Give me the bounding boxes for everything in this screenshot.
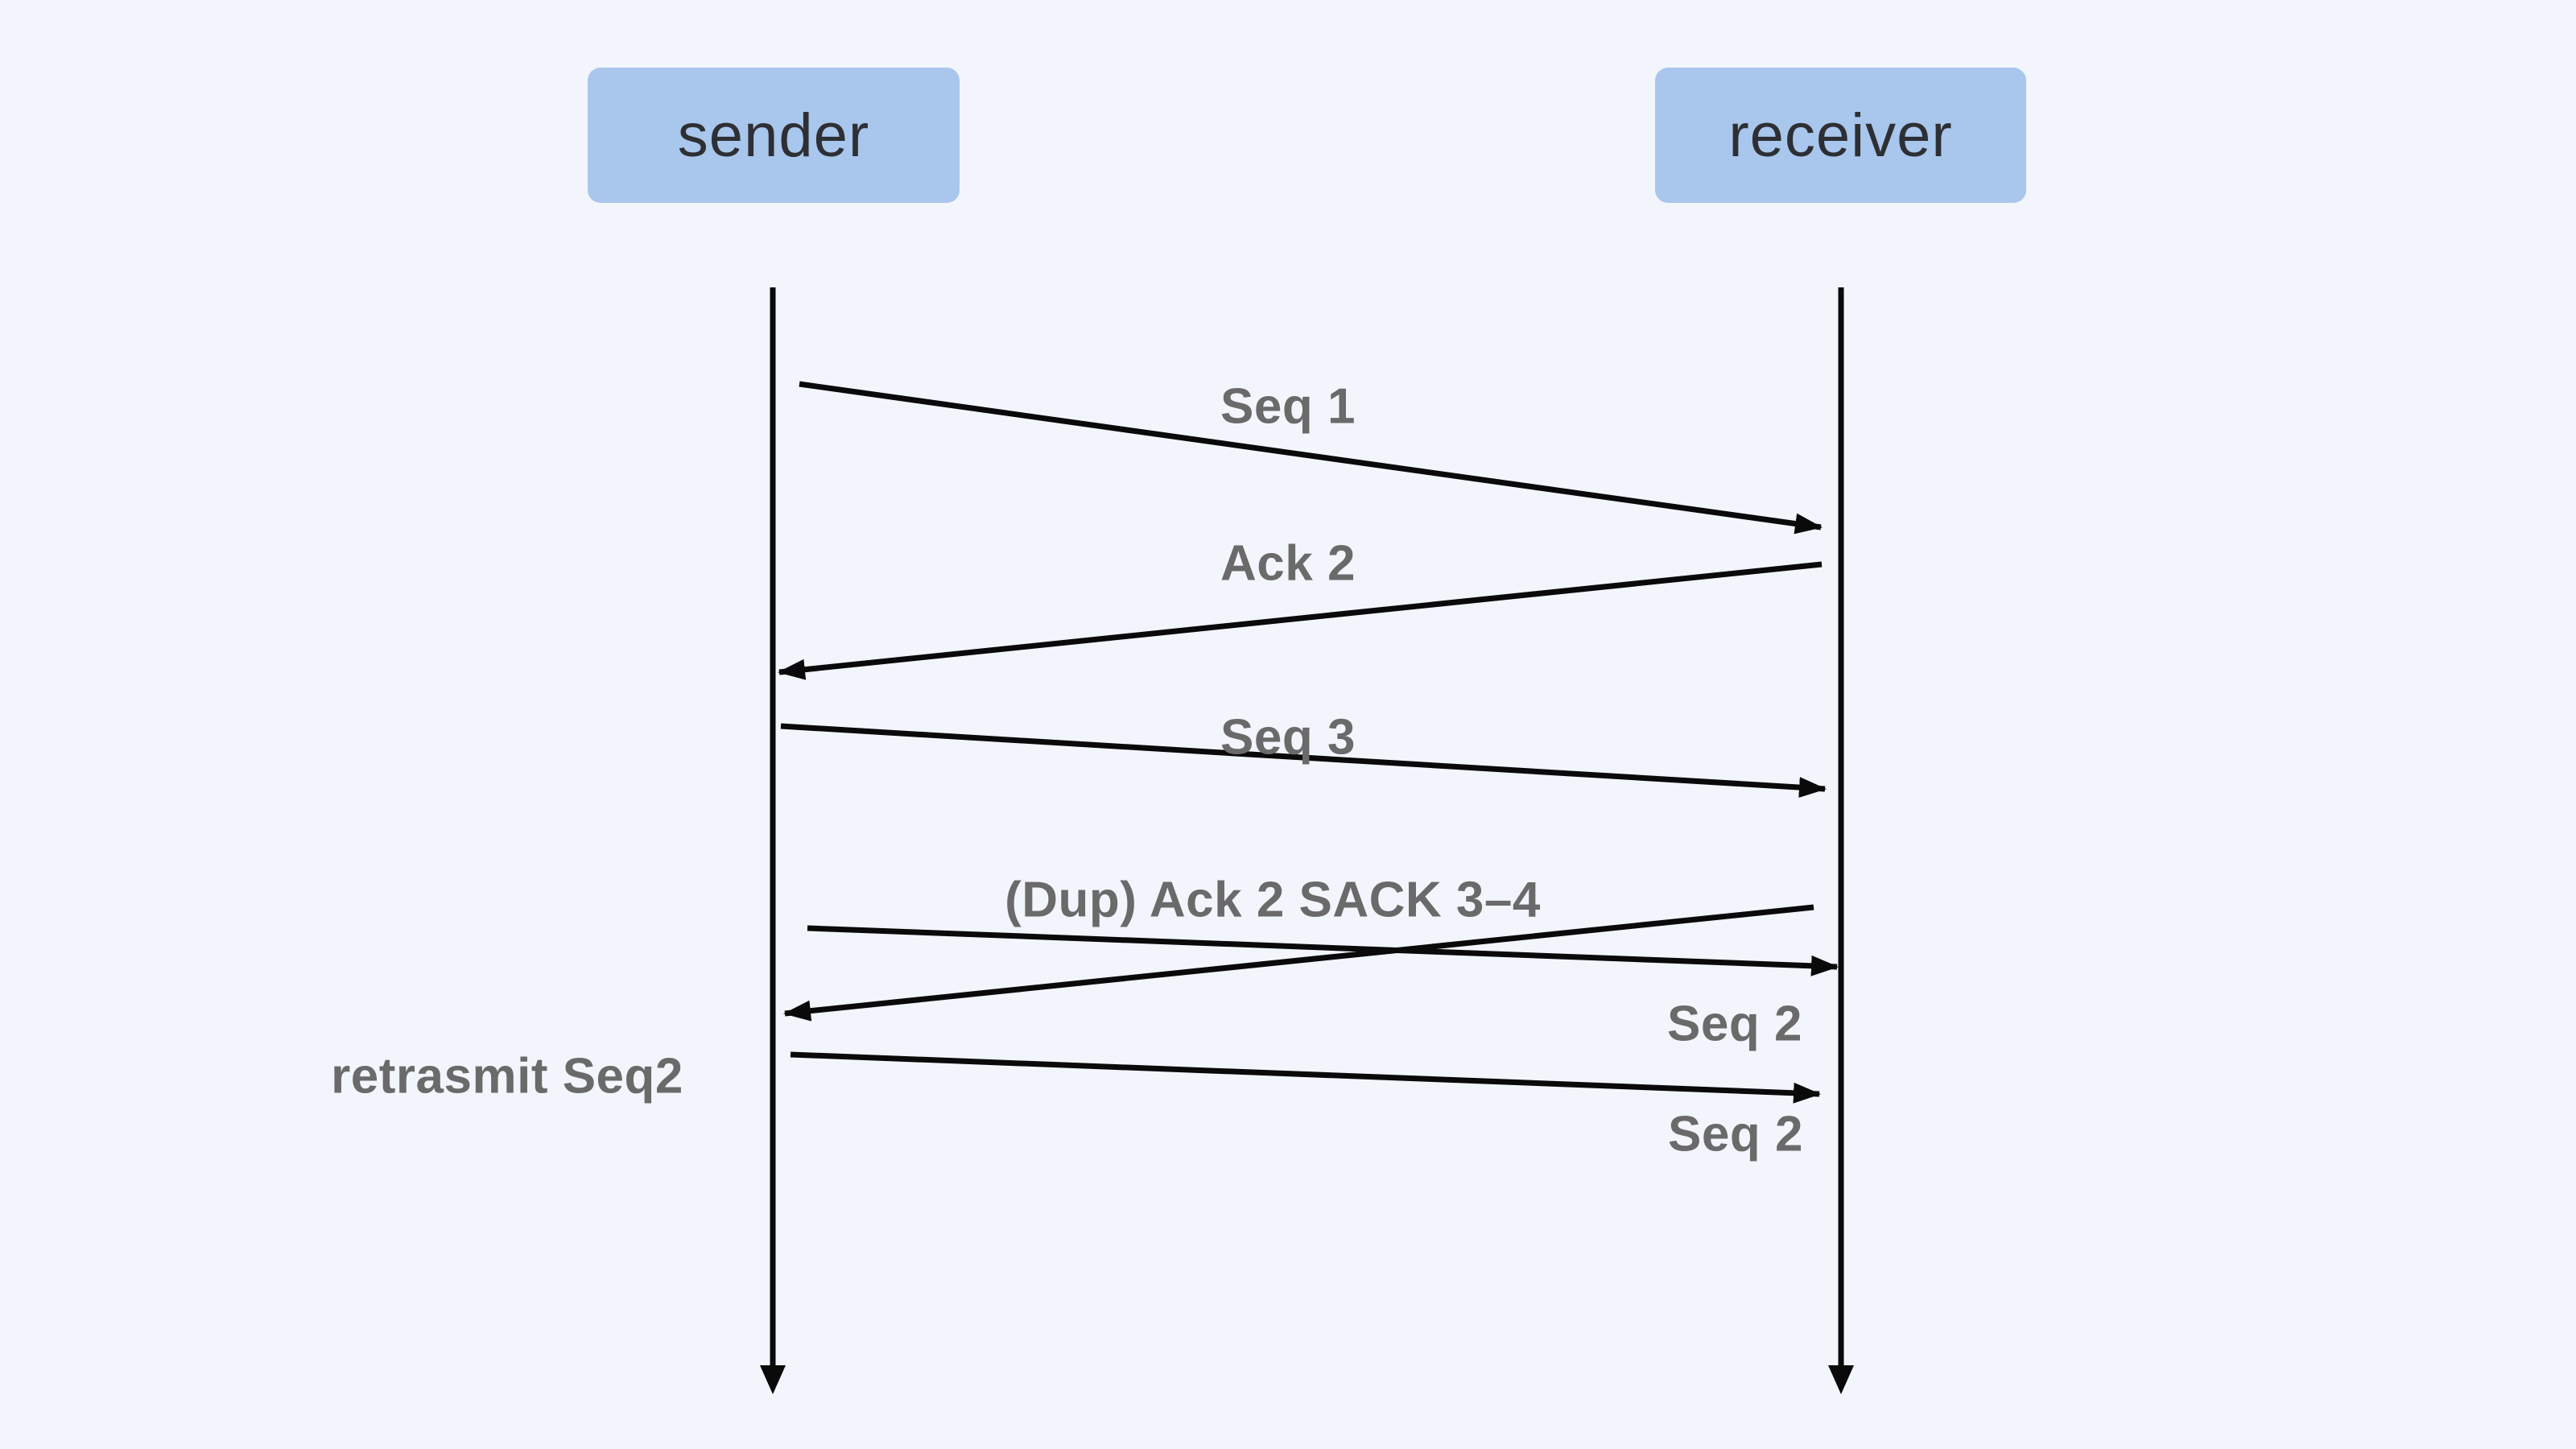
message-arrow-seq-2-retransmit <box>790 1051 1821 1104</box>
actor-sender: sender <box>588 68 960 203</box>
message-label-dup-ack-sack: (Dup) Ack 2 SACK 3–4 <box>1005 872 1541 928</box>
message-label-seq-2-first: Seq 2 <box>1667 996 1802 1052</box>
actor-receiver: receiver <box>1655 68 2026 203</box>
message-arrow-seq-1 <box>799 381 1823 535</box>
message-label-ack-2: Ack 2 <box>1220 535 1356 592</box>
message-arrow-ack-2 <box>778 561 1823 680</box>
message-label-seq-1: Seq 1 <box>1220 378 1356 435</box>
actor-sender-label: sender <box>677 101 870 170</box>
message-label-seq-2-retransmit: Seq 2 <box>1668 1106 1803 1162</box>
message-arrow-dup-ack-sack <box>783 904 1814 1022</box>
retransmit-note: retrasmit Seq2 <box>331 1048 683 1104</box>
message-arrow-seq-3 <box>780 723 1827 799</box>
message-label-seq-3: Seq 3 <box>1220 709 1356 766</box>
message-arrow-seq-2-first <box>807 925 1839 976</box>
actor-receiver-label: receiver <box>1728 101 1953 170</box>
